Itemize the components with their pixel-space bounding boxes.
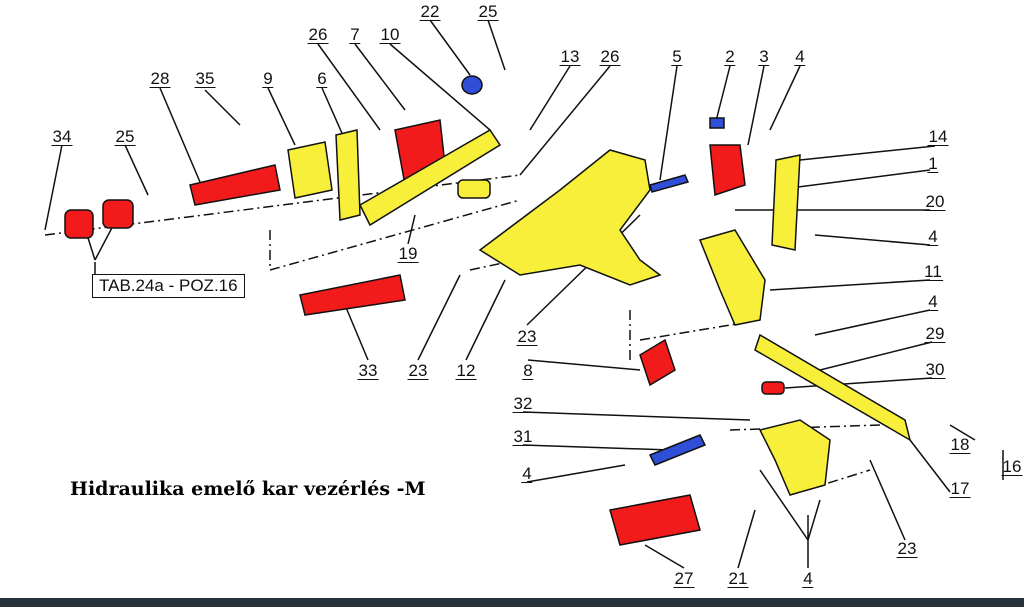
callout-label: 30: [924, 360, 946, 379]
callout-label: 23: [407, 361, 429, 380]
callout-label: 12: [455, 361, 477, 380]
callout-label: 22: [419, 2, 441, 21]
callout-label: 14: [927, 127, 949, 146]
bottom-bar: [0, 598, 1024, 607]
callout-label: 27: [673, 569, 695, 588]
callout-label: 10: [379, 25, 401, 44]
callout-label: 20: [924, 192, 946, 211]
callout-label: 5: [671, 47, 683, 66]
callout-label: 9: [262, 69, 274, 88]
callout-label: 7: [349, 25, 361, 44]
callout-label: 4: [802, 569, 814, 588]
callout-label: 23: [516, 327, 538, 346]
callout-label: 17: [949, 479, 971, 498]
callout-label: 4: [927, 292, 939, 311]
callout-label: 34: [51, 127, 73, 146]
diagram-title: Hidraulika emelő kar vezérlés -M: [70, 478, 426, 500]
callout-label: 31: [512, 427, 534, 446]
callout-label: 6: [316, 69, 328, 88]
callout-label: 25: [114, 127, 136, 146]
callout-label: 32: [512, 394, 534, 413]
callout-label: 23: [896, 539, 918, 558]
callout-label: 18: [949, 435, 971, 454]
callout-label: 21: [727, 569, 749, 588]
callout-label: 19: [397, 244, 419, 263]
callout-label: 26: [599, 47, 621, 66]
callout-label: 35: [194, 69, 216, 88]
callout-label: 28: [149, 69, 171, 88]
callout-label: 2: [724, 47, 736, 66]
callout-label: 16: [1001, 457, 1023, 476]
callout-label: 26: [307, 25, 329, 44]
callout-label: 3: [758, 47, 770, 66]
callout-label: 4: [521, 464, 533, 483]
callout-label: 33: [357, 361, 379, 380]
callout-label: 25: [477, 2, 499, 21]
callout-label: 8: [522, 361, 534, 380]
callout-label: 1: [927, 154, 939, 173]
callout-label: 13: [559, 47, 581, 66]
reference-box: TAB.24a - POZ.16: [92, 274, 245, 298]
callout-label: 11: [923, 262, 943, 281]
callout-label: 4: [794, 47, 806, 66]
callout-label: 4: [927, 227, 939, 246]
callout-label: 29: [924, 324, 946, 343]
